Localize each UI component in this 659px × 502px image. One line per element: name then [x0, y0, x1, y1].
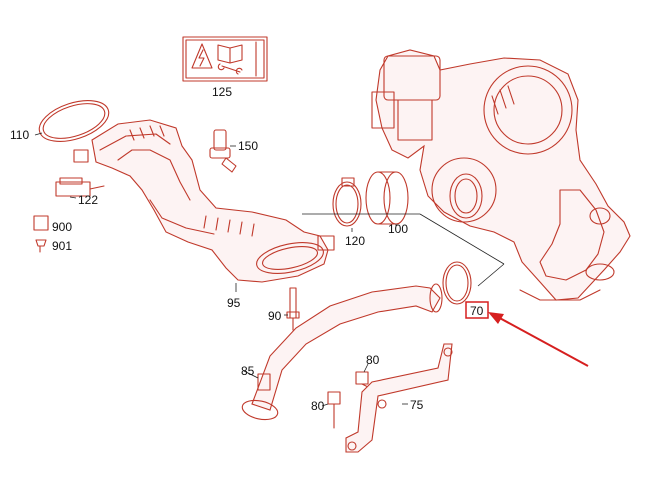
part-70-seal-ring[interactable]	[442, 261, 472, 305]
part-85-charge-pipe[interactable]	[241, 283, 443, 423]
part-95-intake-duct[interactable]	[73, 119, 335, 283]
turbocharger-assembly[interactable]	[371, 49, 631, 301]
label-122[interactable]: 122	[78, 193, 98, 207]
label-100[interactable]: 100	[388, 222, 408, 236]
part-90-stud-bolt[interactable]	[286, 287, 300, 331]
manual-book-icon	[217, 44, 243, 64]
electrical-warning-icon	[191, 43, 213, 69]
part-901-plug[interactable]	[35, 239, 47, 253]
label-80-upper[interactable]: 80	[366, 353, 380, 367]
part-150-sensor[interactable]	[209, 129, 237, 173]
part-80-bolt-lower[interactable]	[327, 391, 341, 429]
part-100-hose-coupling[interactable]	[365, 171, 409, 225]
label-70-highlight[interactable]: 70	[465, 301, 489, 319]
label-75[interactable]: 75	[410, 398, 424, 412]
highlight-arrow	[488, 312, 589, 367]
part-75-bracket[interactable]	[345, 343, 453, 453]
label-70: 70	[470, 304, 484, 318]
part-900-clip[interactable]	[33, 215, 49, 231]
label-95[interactable]: 95	[227, 296, 241, 310]
label-150[interactable]: 150	[238, 139, 258, 153]
part-120-clamp[interactable]	[332, 177, 362, 227]
wrench-icon	[217, 63, 243, 75]
part-110-seal-ring[interactable]	[34, 93, 114, 149]
label-900[interactable]: 900	[52, 220, 72, 234]
label-120[interactable]: 120	[345, 234, 365, 248]
label-90[interactable]: 90	[268, 309, 282, 323]
label-125[interactable]: 125	[212, 85, 232, 99]
label-80-lower[interactable]: 80	[311, 399, 325, 413]
part-125-warning-label[interactable]	[182, 36, 268, 82]
label-901[interactable]: 901	[52, 239, 72, 253]
part-122-connector[interactable]	[55, 177, 105, 197]
label-85[interactable]: 85	[241, 364, 255, 378]
label-110[interactable]: 110	[10, 128, 29, 142]
